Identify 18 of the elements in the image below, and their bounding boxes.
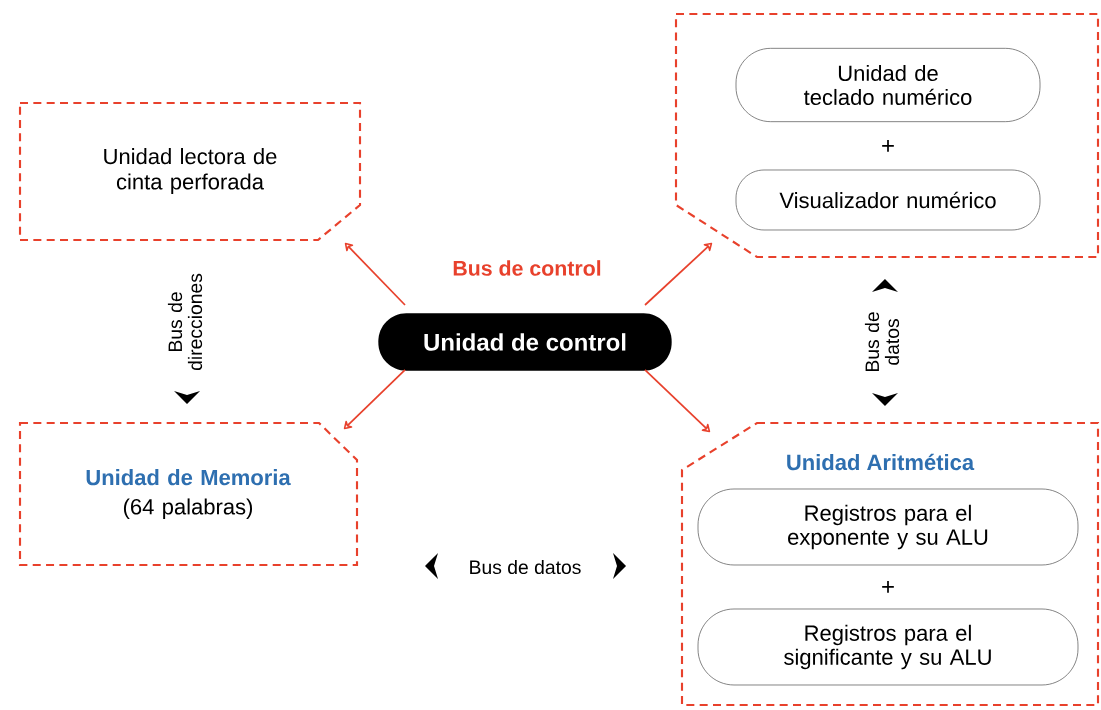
arrow [644, 369, 711, 433]
rounded-box: Visualizador numérico [735, 169, 1041, 231]
pill-box: Unidad de control [378, 313, 672, 371]
rounded-box: Registros para el exponente y su ALU [697, 488, 1079, 566]
bus-label: Bus de control [453, 260, 601, 276]
plus-sign: + [882, 140, 894, 152]
plus-sign: + [882, 581, 894, 593]
rounded-box: Unidad de teclado numérico [735, 47, 1041, 123]
dashed-frame: Unidad de Memoria (64 palabras) [18, 421, 359, 567]
arrow [343, 369, 406, 430]
rounded-box: Registros para el significante y su ALU [697, 608, 1079, 686]
bus-label: Bus de datos [470, 559, 581, 575]
arrow [344, 242, 406, 306]
bus-label: Bus de direcciones [167, 273, 203, 371]
arrow [644, 242, 713, 306]
dashed-frame [674, 12, 1100, 259]
dashed-frame: Unidad lectora de cinta perforada [18, 101, 362, 242]
bus-label: Bus de datos [864, 312, 900, 372]
